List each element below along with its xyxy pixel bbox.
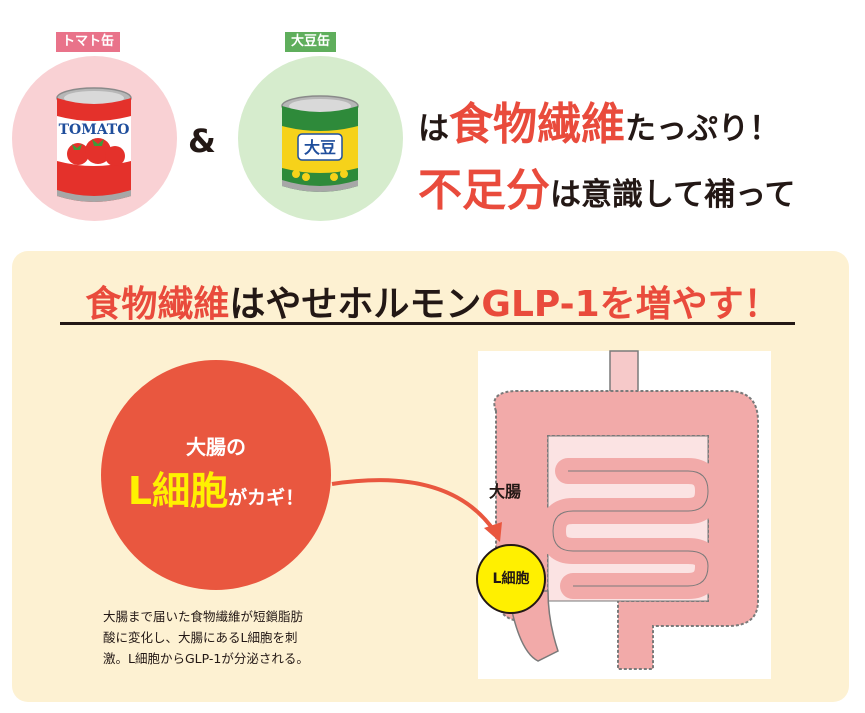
section-title: 食物繊維はやせホルモンGLP-1を増やす！ — [0, 275, 865, 327]
tomato-can-badge: トマト缶 — [56, 32, 121, 52]
headline-line2-red: 不足分 — [418, 165, 550, 216]
headline-line1-red: 食物繊維 — [449, 99, 625, 150]
key-circle-suffix: がカギ！ — [228, 487, 305, 509]
intestine-icon — [493, 350, 759, 670]
soybean-can-icon: 大豆 — [281, 95, 359, 192]
arrow-icon — [331, 478, 502, 542]
description-line: 酸に変化し、大腸にあるL細胞を刺 — [103, 630, 298, 645]
section-title-red1: 食物繊維 — [85, 284, 230, 325]
description: 大腸まで届いた食物繊維が短鎖脂肪 酸に変化し、大腸にあるL細胞を刺 激。L細胞か… — [103, 606, 353, 669]
description-line: 激。L細胞からGLP-1が分泌される。 — [103, 651, 309, 666]
l-cell-label: L細胞 — [492, 571, 530, 587]
headline-line1-prefix: は — [418, 111, 449, 147]
title-underline — [60, 322, 795, 325]
soybean-can-badge: 大豆缶 — [285, 32, 337, 52]
description-line: 大腸まで届いた食物繊維が短鎖脂肪 — [103, 609, 304, 624]
tomato-can-text: TOMATO — [59, 122, 130, 138]
ampersand: & — [188, 122, 216, 160]
colon-label: 大腸 — [489, 482, 522, 501]
section-title-dark: はやせホルモン — [229, 284, 482, 325]
headline-line2-suffix: は意識して補って — [550, 177, 796, 213]
key-circle-line1: 大腸の — [186, 435, 246, 459]
section-title-red2: GLP-1を増やす！ — [481, 284, 780, 325]
l-cell-marker — [476, 544, 546, 614]
soybean-can-text: 大豆 — [304, 138, 336, 157]
headline-line2: 不足分は意識して補って — [418, 154, 796, 218]
key-circle-highlight: L細胞 — [127, 469, 229, 513]
headline-line1: は食物繊維たっぷり！ — [418, 88, 780, 152]
tomato-can-icon: TOMATO — [56, 87, 132, 202]
key-circle — [101, 360, 331, 590]
key-circle-line2: L細胞がカギ！ — [101, 460, 331, 515]
headline-line1-suffix: たっぷり！ — [625, 111, 780, 147]
